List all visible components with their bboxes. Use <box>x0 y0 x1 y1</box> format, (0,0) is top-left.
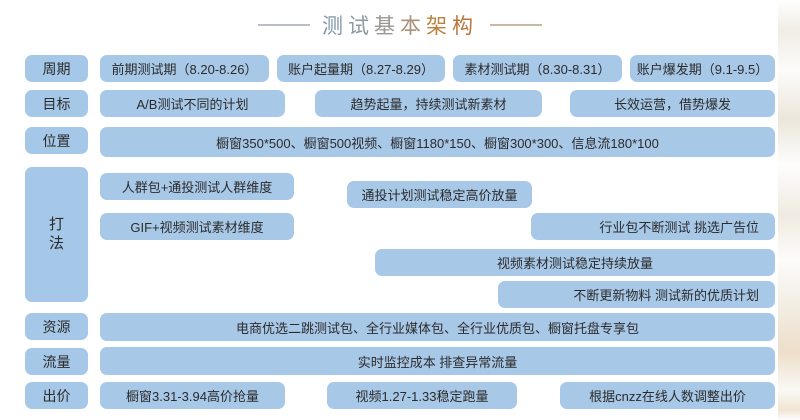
row-label-position: 位置 <box>25 127 88 154</box>
tactics-item-4[interactable]: 行业包不断测试 挑选广告位 <box>531 213 775 240</box>
title-char: 构 <box>452 15 478 38</box>
tactics-item-2[interactable]: 通投计划测试稳定高价放量 <box>347 181 532 208</box>
bid-item-1[interactable]: 橱窗3.31-3.94高价抢量 <box>100 382 285 409</box>
cycle-item-1[interactable]: 前期测试期（8.20-8.26） <box>100 55 269 82</box>
tactics-item-6[interactable]: 不断更新物料 测试新的优质计划 <box>498 281 775 308</box>
bid-item-2[interactable]: 视频1.27-1.33稳定跑量 <box>327 382 517 409</box>
cycle-item-2[interactable]: 账户起量期（8.27-8.29） <box>277 55 445 82</box>
row-label-traffic: 流量 <box>25 348 88 375</box>
tactics-item-1[interactable]: 人群包+通投测试人群维度 <box>100 173 294 200</box>
page-title: 测试基本架构 <box>0 8 800 42</box>
row-label-bid: 出价 <box>25 382 88 409</box>
row-label-tactics: 打 法 <box>25 167 88 302</box>
row-label-cycle: 周期 <box>25 55 88 82</box>
title-rule-right-icon <box>490 24 542 26</box>
traffic-item-1[interactable]: 实时监控成本 排查异常流量 <box>100 347 775 375</box>
tactics-item-3[interactable]: GIF+视频测试素材维度 <box>100 213 294 240</box>
cycle-item-4[interactable]: 账户爆发期（9.1-9.5） <box>630 55 775 82</box>
goal-item-2[interactable]: 趋势起量，持续测试新素材 <box>315 90 542 117</box>
paper-texture-edge <box>778 0 800 420</box>
goal-item-1[interactable]: A/B测试不同的计划 <box>100 90 285 117</box>
row-label-tactics-char: 法 <box>48 234 64 252</box>
goal-item-3[interactable]: 长效运营，借势爆发 <box>570 90 775 117</box>
tactics-item-5[interactable]: 视频素材测试稳定持续放量 <box>375 249 775 276</box>
row-label-tactics-char: 打 <box>48 216 64 234</box>
title-char: 试 <box>348 15 374 38</box>
row-label-goal: 目标 <box>25 90 88 117</box>
page-title-text: 测试基本架构 <box>322 10 478 40</box>
title-char: 本 <box>400 15 426 38</box>
title-char: 测 <box>322 15 348 38</box>
position-item-1[interactable]: 橱窗350*500、橱窗500视频、橱窗1180*150、橱窗300*300、信… <box>100 127 775 157</box>
cycle-item-3[interactable]: 素材测试期（8.30-8.31） <box>453 55 622 82</box>
title-rule-left-icon <box>258 24 310 26</box>
bid-item-3[interactable]: 根据cnzz在线人数调整出价 <box>560 382 775 409</box>
title-char: 架 <box>426 15 452 38</box>
title-char: 基 <box>374 15 400 38</box>
row-label-resources: 资源 <box>25 313 88 340</box>
resources-item-1[interactable]: 电商优选二跳测试包、全行业媒体包、全行业优质包、橱窗托盘专享包 <box>100 313 775 341</box>
